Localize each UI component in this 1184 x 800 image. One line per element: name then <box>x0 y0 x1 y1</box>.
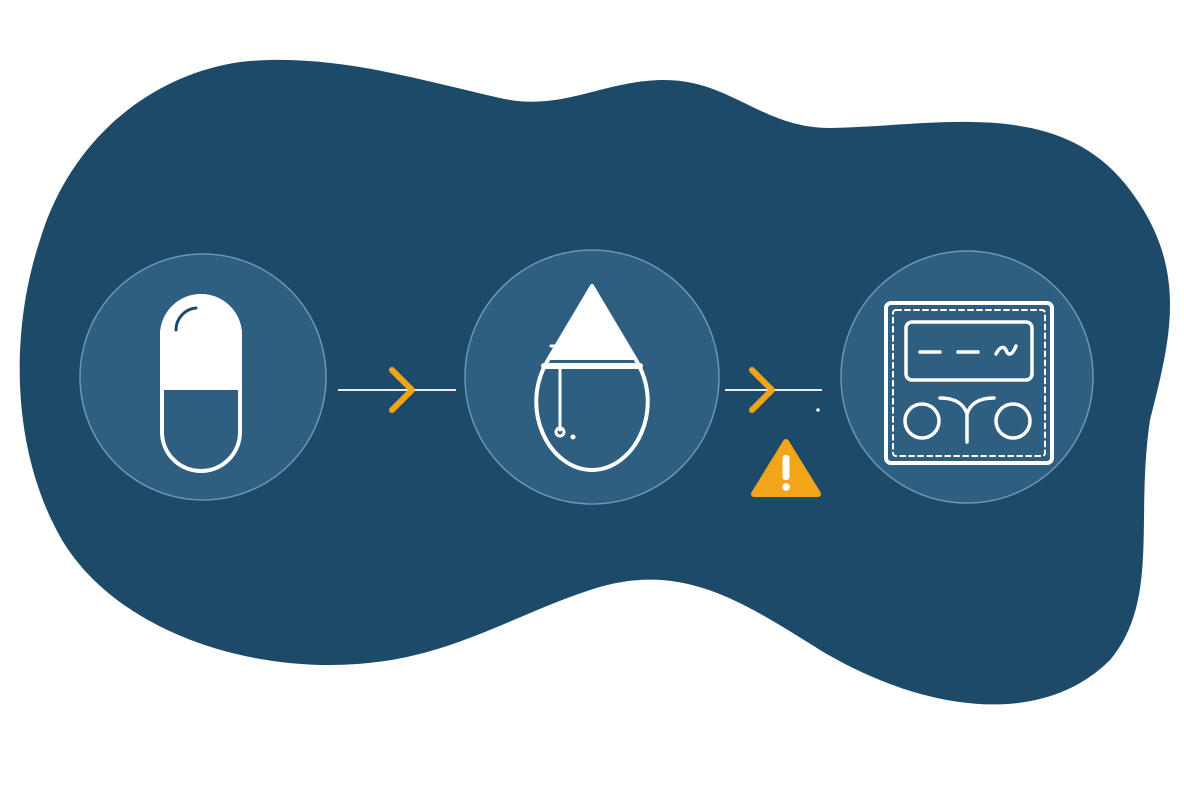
droplet-fill-top <box>548 286 636 360</box>
warning-bar <box>782 455 790 480</box>
monitor-device-icon <box>884 301 1054 465</box>
droplet-dot <box>570 434 576 440</box>
device-dashed-inset <box>892 309 1046 457</box>
connector-dot <box>816 408 820 412</box>
device-outer <box>884 301 1054 465</box>
device-knob-right <box>994 402 1032 440</box>
chevron-right-icon <box>749 367 775 413</box>
pill-capsule-icon <box>160 294 242 473</box>
node-monitor <box>840 250 1094 504</box>
device-knob-left <box>903 402 941 440</box>
warning-point <box>782 483 790 491</box>
device-junction <box>938 396 996 444</box>
node-circle <box>840 250 1094 504</box>
droplet-outline <box>534 284 650 472</box>
node-droplet <box>464 249 720 505</box>
node-circle <box>464 249 720 505</box>
warning-triangle-icon <box>751 439 821 497</box>
chevron-right-icon <box>389 367 415 413</box>
device-screen <box>904 320 1034 382</box>
droplet-icon <box>534 284 650 472</box>
connector-1 <box>338 367 456 413</box>
node-pill <box>79 253 327 501</box>
waveform-icon <box>994 344 1018 356</box>
connector-2 <box>725 367 822 497</box>
droplet-drip-end <box>554 426 566 438</box>
pill-outline <box>160 294 242 473</box>
pill-highlight <box>174 306 198 332</box>
